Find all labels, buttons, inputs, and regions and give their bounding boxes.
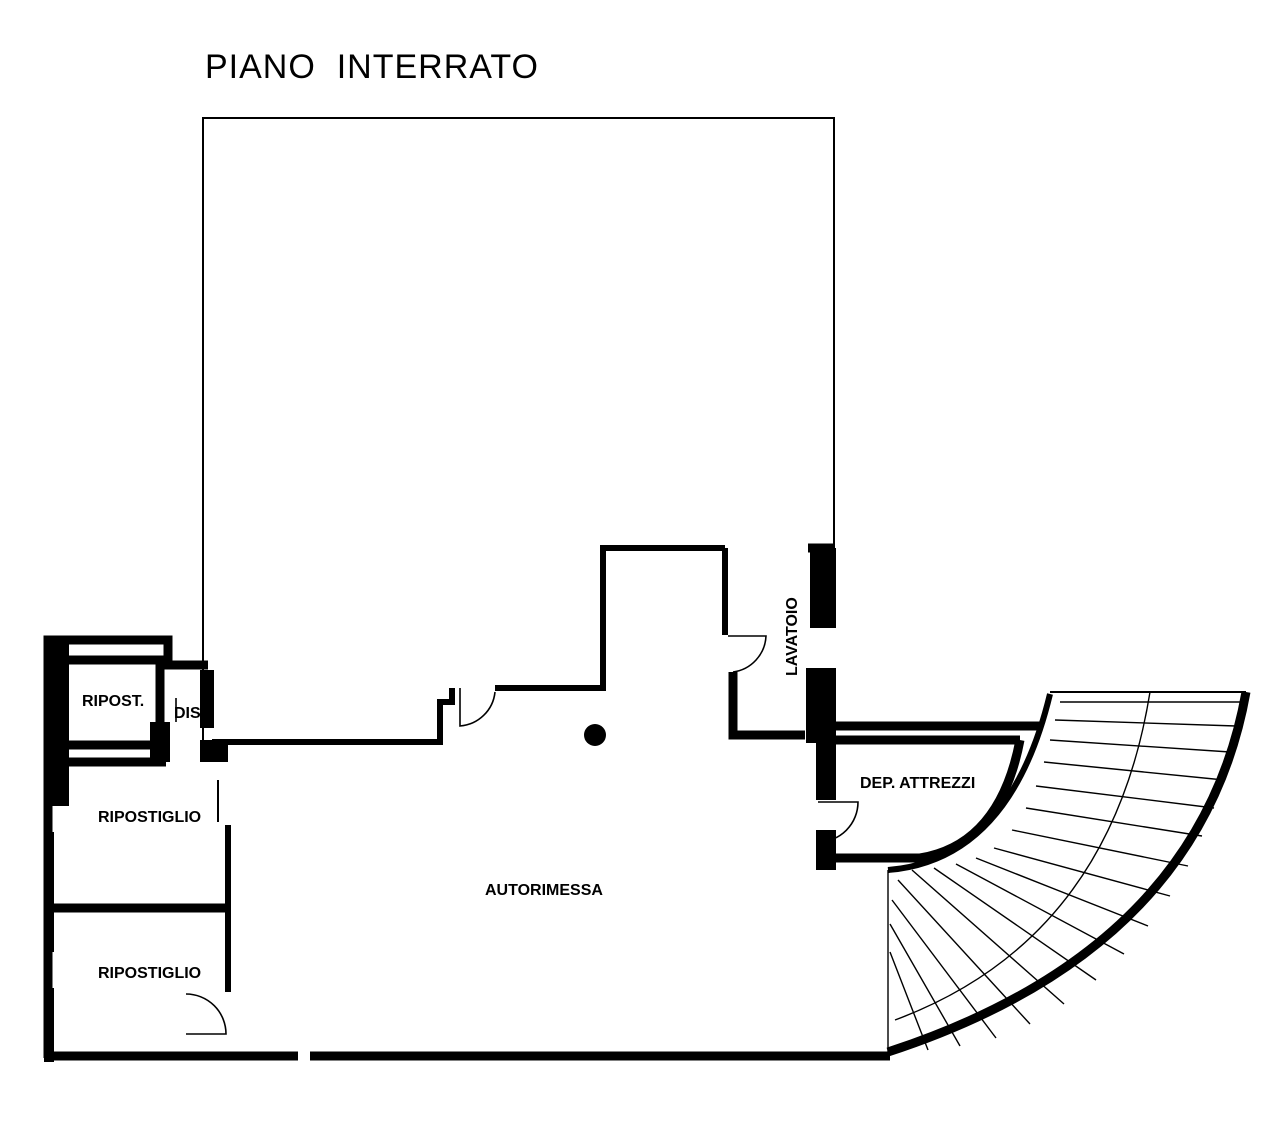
room-label-ripostiglio-1: RIPOSTIGLIO — [98, 809, 201, 826]
room-label-lavatoio: LAVATOIO — [784, 597, 801, 676]
room-label-dis: DIS. — [174, 705, 205, 722]
room-label-ripost: RIPOST. — [82, 693, 144, 710]
upper-outline — [202, 117, 835, 740]
curved-staircase — [886, 691, 1251, 1057]
garage-walls — [212, 543, 836, 870]
room-label-autorimessa: AUTORIMESSA — [485, 882, 603, 899]
room-label-ripostiglio-2: RIPOSTIGLIO — [98, 965, 201, 982]
left-rooms — [43, 635, 890, 1062]
room-label-dep-attrezzi: DEP. ATTREZZI — [860, 775, 975, 792]
plan-title: PIANO INTERRATO — [205, 48, 539, 86]
doors — [175, 635, 859, 1035]
